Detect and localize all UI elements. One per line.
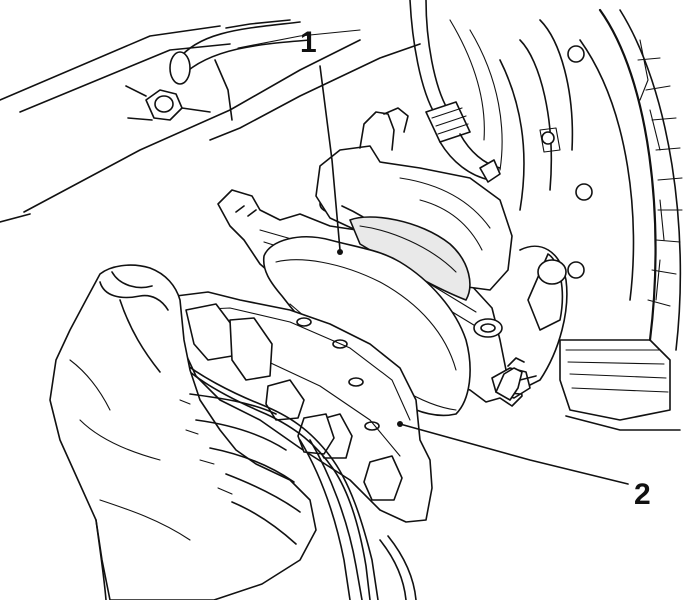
- wear-sensor-cable: [179, 359, 417, 600]
- steering-knuckle: [519, 245, 681, 431]
- outer-brake-pad: [175, 291, 433, 523]
- callout-1-dot: [337, 249, 343, 255]
- callout-2-dot: [397, 421, 403, 427]
- suspension-arm: [0, 19, 421, 223]
- caliper-body: [315, 107, 513, 301]
- callout-leaders: [319, 65, 629, 485]
- brake-hose: [409, 0, 501, 183]
- callout-2-label: 2: [634, 478, 651, 511]
- bolt-nut: [125, 85, 211, 121]
- retaining-pin: [495, 357, 537, 401]
- hand: [49, 264, 317, 600]
- brake-disc: [449, 8, 683, 351]
- callout-1-label: 1: [300, 26, 317, 59]
